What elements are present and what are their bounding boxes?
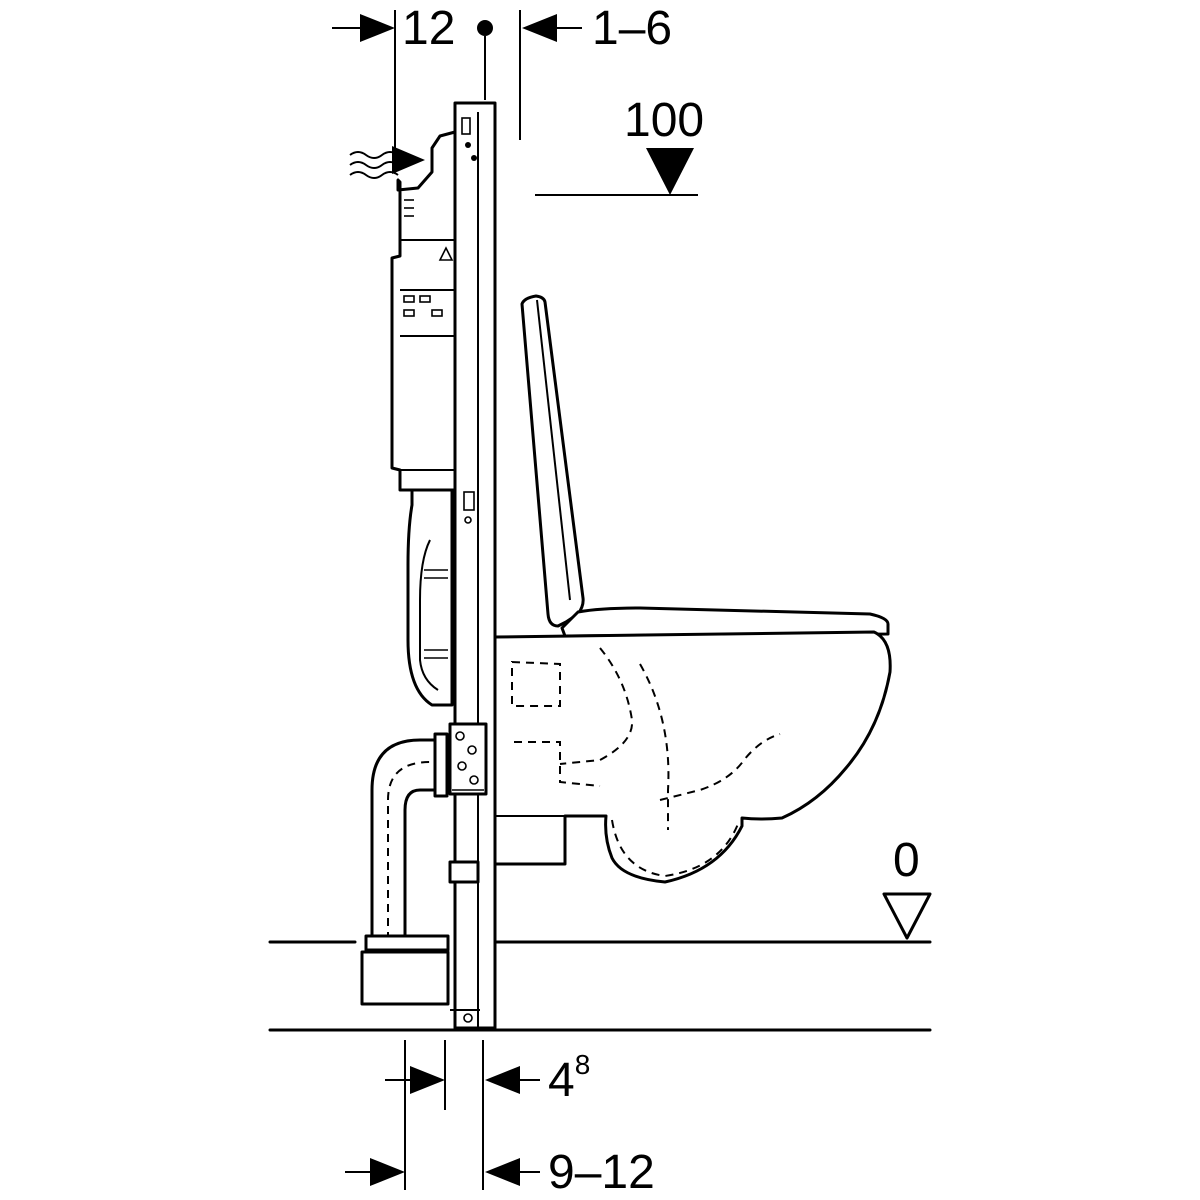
bottom-dimension-4-8: 48 (385, 1049, 590, 1107)
dim-label-0: 0 (893, 834, 920, 887)
level-triangle-icon: 0 (882, 834, 932, 940)
flush-pipe-bend (406, 488, 454, 707)
dim-label-100: 100 (624, 94, 704, 147)
axis-dot-icon (477, 20, 493, 100)
water-wave-arrow-icon (349, 146, 425, 179)
top-dimension-12: 12 (332, 2, 455, 160)
dim-label-4-8: 48 (548, 1049, 590, 1107)
dim-label-9-12: 9–12 (548, 1146, 655, 1199)
flush-height-dimension: 100 (535, 94, 704, 196)
dim-label-1-6: 1–6 (592, 2, 672, 55)
connector-block (448, 722, 488, 796)
drain-pipe (360, 722, 488, 1006)
installation-frame (448, 101, 497, 1030)
top-dimension-1-6: 1–6 (519, 2, 672, 140)
bottom-dimension-9-12: 9–12 (345, 1146, 655, 1199)
dim-label-12: 12 (402, 2, 455, 55)
concealed-cistern (390, 130, 457, 492)
wall-hung-toilet (493, 294, 892, 884)
bottom-extension-lines (404, 1040, 484, 1190)
floor-lines (268, 940, 932, 1032)
